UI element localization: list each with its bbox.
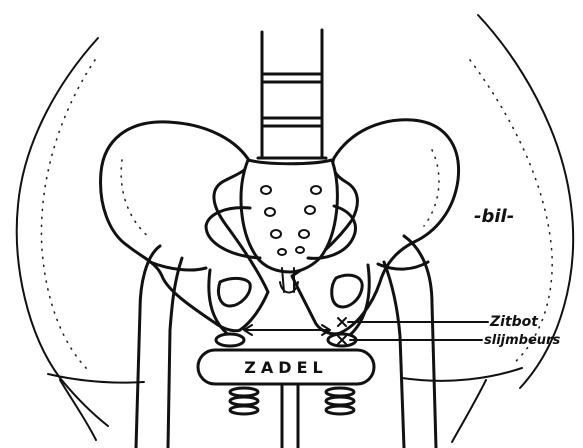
seat-post bbox=[282, 384, 298, 448]
slijmbeurs-label: slijmbeurs bbox=[484, 333, 560, 348]
left-buttock-outline bbox=[17, 38, 108, 426]
left-saddle-spring bbox=[230, 388, 258, 414]
right-buttock-crease bbox=[402, 368, 522, 381]
sacrum bbox=[241, 160, 337, 272]
left-sit-bone bbox=[216, 334, 244, 346]
spine bbox=[258, 30, 326, 158]
right-saddle-spring bbox=[326, 388, 354, 414]
right-thigh-line bbox=[452, 380, 486, 442]
saddle-label: ZADEL bbox=[244, 358, 327, 377]
zitbot-label: Zitbot bbox=[489, 314, 539, 330]
bil-label: -bil- bbox=[474, 206, 514, 227]
